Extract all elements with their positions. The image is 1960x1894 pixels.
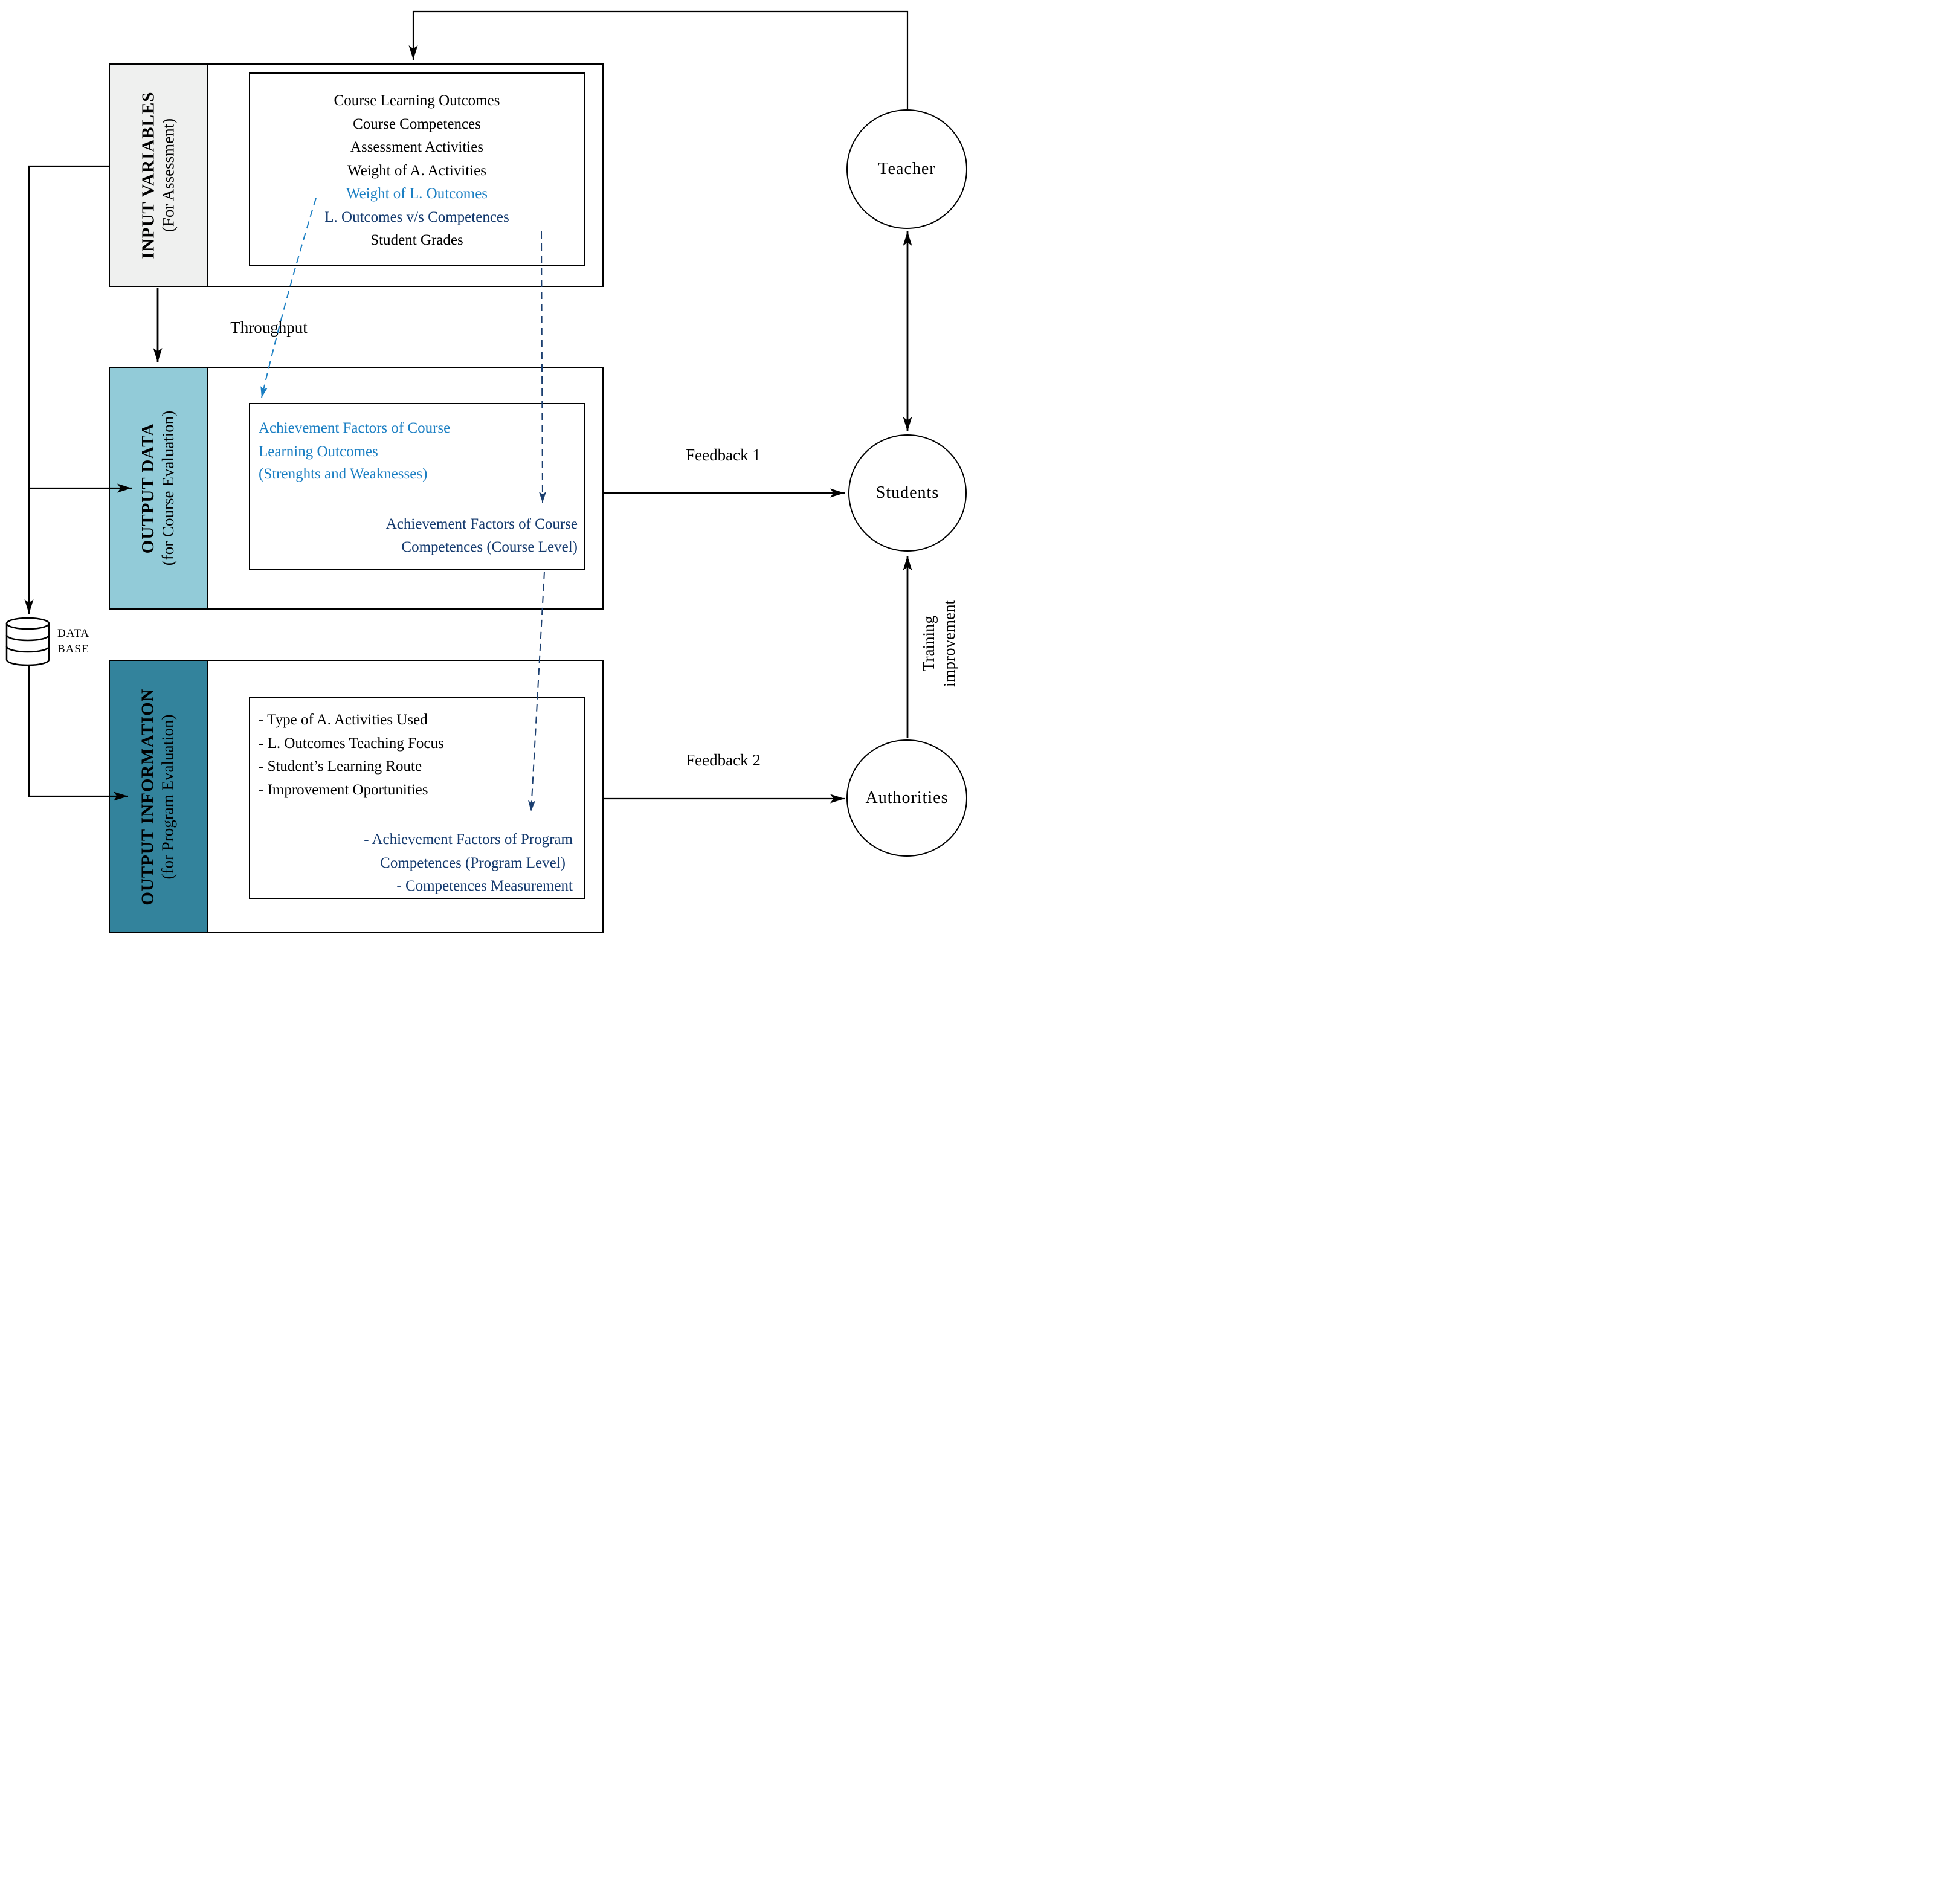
teacher-label: Teacher: [878, 159, 936, 178]
program-competences-line: - Competences Measurement: [396, 878, 573, 894]
input-variables-subtitle: (For Assessment): [159, 118, 177, 233]
assessment-flow-diagram: INPUT VARIABLES (For Assessment) Course …: [0, 0, 980, 947]
authorities-label: Authorities: [865, 788, 949, 807]
input-item: Assessment Activities: [350, 139, 484, 155]
output-info-item: - Improvement Oportunities: [259, 781, 428, 798]
output-info-item: - L. Outcomes Teaching Focus: [259, 735, 444, 752]
training-improvement-line2: improvement: [940, 600, 958, 687]
feedback1-label: Feedback 1: [686, 446, 761, 464]
output-info-item: - Student’s Learning Route: [259, 758, 422, 775]
achievement-outcomes-line: Achievement Factors of Course: [259, 420, 451, 436]
input-variables-strip: INPUT VARIABLES (For Assessment): [110, 65, 208, 286]
output-data-strip: OUTPUT DATA (for Course Evaluation): [110, 368, 208, 608]
output-data-title: OUTPUT DATA: [138, 422, 158, 554]
output-data-content-box: Achievement Factors of Course Learning O…: [249, 403, 585, 570]
throughput-label: Throughput: [230, 318, 308, 337]
output-info-item: - Type of A. Activities Used: [259, 712, 428, 728]
output-information-strip: OUTPUT INFORMATION (for Program Evaluati…: [110, 661, 208, 932]
input-item: Weight of A. Activities: [347, 162, 486, 179]
input-item: Course Learning Outcomes: [334, 92, 500, 109]
database-label: DATA BASE: [57, 626, 89, 657]
program-competences-line: Competences (Program Level): [380, 854, 566, 871]
achievement-outcomes-line: Learning Outcomes: [259, 443, 378, 460]
input-item-outcomes-vs-competences: L. Outcomes v/s Competences: [324, 208, 509, 225]
feedback2-label: Feedback 2: [686, 751, 761, 769]
training-improvement-line1: Training: [920, 615, 938, 672]
achievement-competences-line: Competences (Course Level): [401, 539, 578, 555]
input-item-weight-outcomes: Weight of L. Outcomes: [346, 185, 488, 202]
database-icon: [5, 617, 50, 666]
achievement-outcomes-line: (Strenghts and Weaknesses): [259, 465, 428, 482]
output-information-content-box: - Type of A. Activities Used - L. Outcom…: [249, 697, 585, 899]
input-variables-list-box: Course Learning Outcomes Course Competen…: [249, 72, 585, 266]
achievement-competences-line: Achievement Factors of Course: [385, 515, 578, 532]
input-item: Student Grades: [370, 232, 463, 248]
authorities-node: Authorities: [846, 739, 967, 857]
output-information-title: OUTPUT INFORMATION: [138, 688, 158, 906]
input-to-database-arrow: [24, 165, 109, 614]
database-label-line1: DATA: [57, 627, 90, 640]
database-label-line2: BASE: [57, 643, 89, 655]
input-item: Course Competences: [353, 115, 481, 132]
program-competences-line: - Achievement Factors of Program: [364, 831, 573, 848]
training-improvement-label: Training improvement: [918, 541, 980, 746]
input-variables-title: INPUT VARIABLES: [138, 91, 158, 259]
output-data-subtitle: (for Course Evaluation): [159, 410, 178, 566]
students-label: Students: [875, 483, 940, 502]
output-information-subtitle: (for Program Evaluation): [159, 714, 177, 879]
teacher-node: Teacher: [846, 109, 967, 229]
students-node: Students: [848, 434, 967, 552]
